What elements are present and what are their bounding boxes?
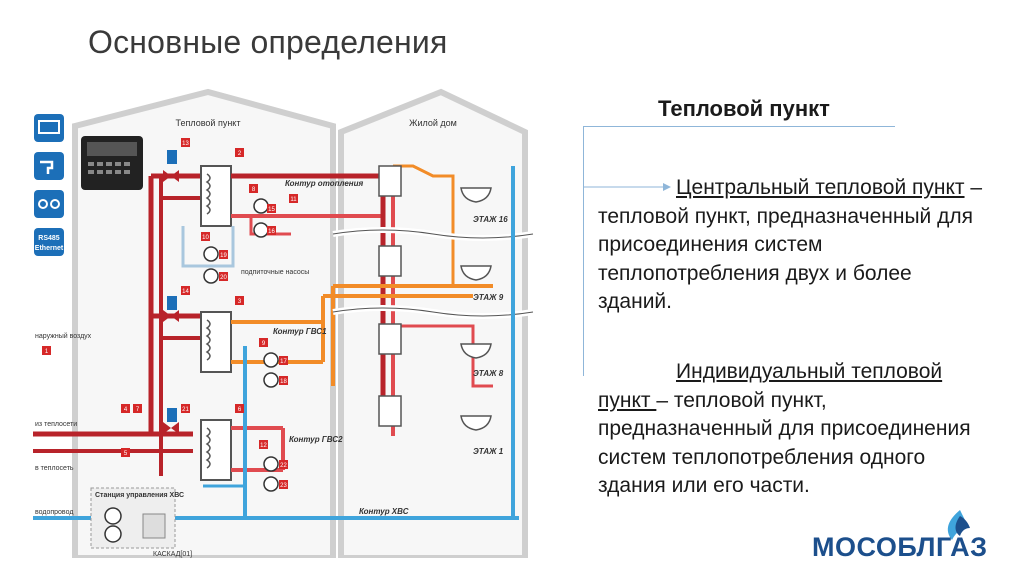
svg-text:8: 8 bbox=[252, 187, 256, 193]
rs485-badge bbox=[34, 228, 64, 256]
to-network-label: в теплосеть bbox=[35, 465, 74, 472]
svg-text:2: 2 bbox=[238, 151, 242, 157]
svg-text:Станция управления ХВС: Станция управления ХВС bbox=[95, 492, 184, 499]
svg-text:6: 6 bbox=[238, 407, 242, 413]
heat-point-heading: Тепловой пункт bbox=[658, 96, 830, 121]
central-term: Центральный тепловой пункт bbox=[676, 176, 965, 199]
floor-label-1: ЭТАЖ 1 bbox=[473, 447, 504, 456]
decorative-line-vertical bbox=[583, 126, 584, 376]
individual-rest: – тепловой пункт, предназначенный для пр… bbox=[598, 388, 971, 498]
individual-definition: Индивидуальный тепловой пункт – тепловой… bbox=[598, 358, 988, 501]
floor-label-8: ЭТАЖ 8 bbox=[473, 369, 504, 378]
svg-text:4: 4 bbox=[124, 407, 128, 413]
faucet-icon bbox=[34, 152, 64, 180]
arrow-icon bbox=[583, 183, 671, 191]
svg-text:16: 16 bbox=[268, 229, 275, 235]
heat-point-diagram: RS485 Ethernet Тепловой пункт Жилой дом bbox=[33, 88, 534, 558]
svg-text:Ethernet: Ethernet bbox=[35, 245, 64, 252]
pumps bbox=[203, 198, 279, 492]
house-label: Жилой дом bbox=[409, 118, 457, 128]
decorative-line-horizontal bbox=[583, 126, 895, 127]
floor-label-9: ЭТАЖ 9 bbox=[473, 293, 504, 302]
flame-logo-icon bbox=[947, 510, 970, 540]
heat-point-label: Тепловой пункт bbox=[176, 118, 241, 128]
svg-text:5: 5 bbox=[124, 451, 128, 457]
network-icon bbox=[34, 190, 64, 218]
water-supply-label: водопровод bbox=[35, 509, 73, 516]
central-rest: – тепловой пункт, предназначенный для пр… bbox=[598, 176, 983, 313]
svg-text:10: 10 bbox=[202, 235, 209, 241]
svg-text:22: 22 bbox=[280, 463, 287, 469]
outdoor-air-label: наружный воздух bbox=[35, 332, 92, 340]
svg-text:15: 15 bbox=[268, 207, 275, 213]
makeup-pumps-label: подпиточные насосы bbox=[241, 269, 309, 276]
cold-water-circuit-label: Контур ХВС bbox=[359, 507, 409, 516]
individual-term: Индивидуальный тепловой пункт bbox=[598, 360, 943, 412]
dhw2-circuit-label: Контур ГВС2 bbox=[289, 435, 343, 444]
radiators bbox=[378, 165, 402, 427]
svg-text:19: 19 bbox=[220, 253, 227, 259]
svg-text:1: 1 bbox=[45, 349, 49, 355]
sinks bbox=[460, 187, 492, 431]
heat-exchanger-3 bbox=[200, 419, 232, 481]
svg-text:18: 18 bbox=[280, 379, 287, 385]
heating-circuit-label: Контур отопления bbox=[285, 179, 364, 188]
svg-text:RS485: RS485 bbox=[38, 235, 60, 242]
slide-title: Основные определения bbox=[88, 24, 448, 60]
svg-text:23: 23 bbox=[280, 483, 287, 489]
svg-text:12: 12 bbox=[260, 443, 267, 449]
svg-text:9: 9 bbox=[262, 341, 266, 347]
svg-text:3: 3 bbox=[238, 299, 242, 305]
brand-logo-text: МОСОБЛГАЗ bbox=[812, 532, 988, 562]
sidebar-icons: RS485 Ethernet bbox=[34, 114, 64, 256]
svg-text:13: 13 bbox=[182, 141, 189, 147]
floor-label-16: ЭТАЖ 16 bbox=[473, 215, 508, 224]
svg-text:14: 14 bbox=[182, 289, 189, 295]
svg-text:20: 20 bbox=[220, 275, 227, 281]
svg-text:11: 11 bbox=[290, 197, 297, 203]
control-valves bbox=[167, 150, 177, 422]
heat-exchanger-2 bbox=[200, 311, 232, 373]
dhw1-circuit-label: Контур ГВС1 bbox=[273, 327, 327, 336]
svg-text:КАСКАД[01]: КАСКАД[01] bbox=[153, 551, 192, 558]
svg-text:17: 17 bbox=[280, 359, 287, 365]
heat-exchanger-1 bbox=[200, 165, 232, 227]
svg-text:7: 7 bbox=[136, 407, 140, 413]
svg-text:21: 21 bbox=[182, 407, 189, 413]
from-network-label: из теплосети bbox=[35, 421, 77, 428]
central-definition: Центральный тепловой пункт – тепловой пу… bbox=[598, 174, 988, 317]
markers: 1 2 3 4 5 6 7 8 9 10 11 12 13 14 15 16 1… bbox=[42, 138, 298, 489]
